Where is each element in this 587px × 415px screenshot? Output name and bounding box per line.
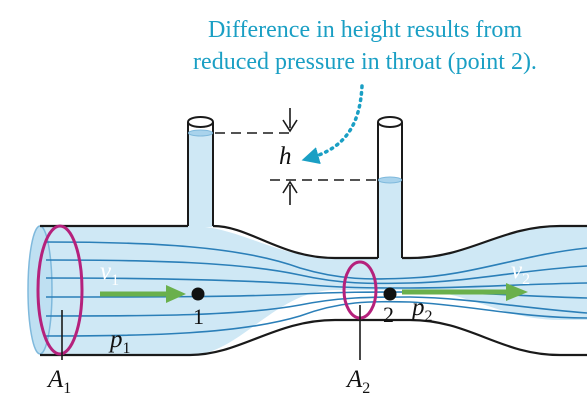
height-indicator xyxy=(215,108,376,205)
label-A2-sub: 2 xyxy=(362,380,371,397)
manometer-tubes xyxy=(187,116,403,258)
height-arrow-top-head xyxy=(282,119,298,133)
streamline xyxy=(45,241,587,280)
label-p1-sub: 1 xyxy=(122,340,131,357)
streamline xyxy=(45,300,587,337)
v2-arrow-head xyxy=(506,283,528,301)
label-p2-sub: 2 xyxy=(424,308,433,325)
label-v2-symbol: v xyxy=(511,257,523,284)
label-p2-symbol: p xyxy=(412,294,425,321)
point-1 xyxy=(191,287,205,301)
label-A2: A2 xyxy=(347,366,371,397)
tube-2-top-rim xyxy=(377,116,403,128)
pipe-left-end xyxy=(27,225,53,355)
label-A1-symbol: A xyxy=(48,366,64,393)
height-arrow-bottom-head xyxy=(282,180,298,194)
tube-1-meniscus xyxy=(188,129,213,137)
v1-arrow-head xyxy=(166,285,186,303)
label-A1: A1 xyxy=(48,366,72,397)
label-A1-sub: 1 xyxy=(63,380,72,397)
caption-line-1: Difference in height results from xyxy=(207,17,523,43)
velocity-arrows xyxy=(100,283,528,303)
label-v1-symbol: v xyxy=(100,258,112,285)
label-p2: p2 xyxy=(412,294,433,325)
label-point-2: 2 xyxy=(383,302,394,327)
label-p1-symbol: p xyxy=(110,326,123,353)
tube-2-meniscus xyxy=(378,176,402,184)
pipe-bottom-wall xyxy=(40,318,587,357)
label-v1-sub: 1 xyxy=(111,272,120,289)
label-h: h xyxy=(279,143,292,170)
tube-1-top-rim xyxy=(187,116,214,128)
label-v2: v2 xyxy=(511,257,531,288)
label-A2-symbol: A xyxy=(347,366,363,393)
label-v2-sub: 2 xyxy=(522,271,531,288)
tube-2-fluid xyxy=(378,180,402,260)
area-A1-ring xyxy=(36,224,84,356)
caption-pointer-arrow xyxy=(301,84,364,165)
pipe-fluid xyxy=(40,226,587,355)
caption-line-2: reduced pressure in throat (point 2). xyxy=(193,49,537,75)
label-v1: v1 xyxy=(100,258,120,289)
label-p1: p1 xyxy=(110,326,131,357)
tube-1-fluid xyxy=(188,133,213,227)
point-2 xyxy=(383,287,397,301)
label-point-1: 1 xyxy=(193,304,204,329)
